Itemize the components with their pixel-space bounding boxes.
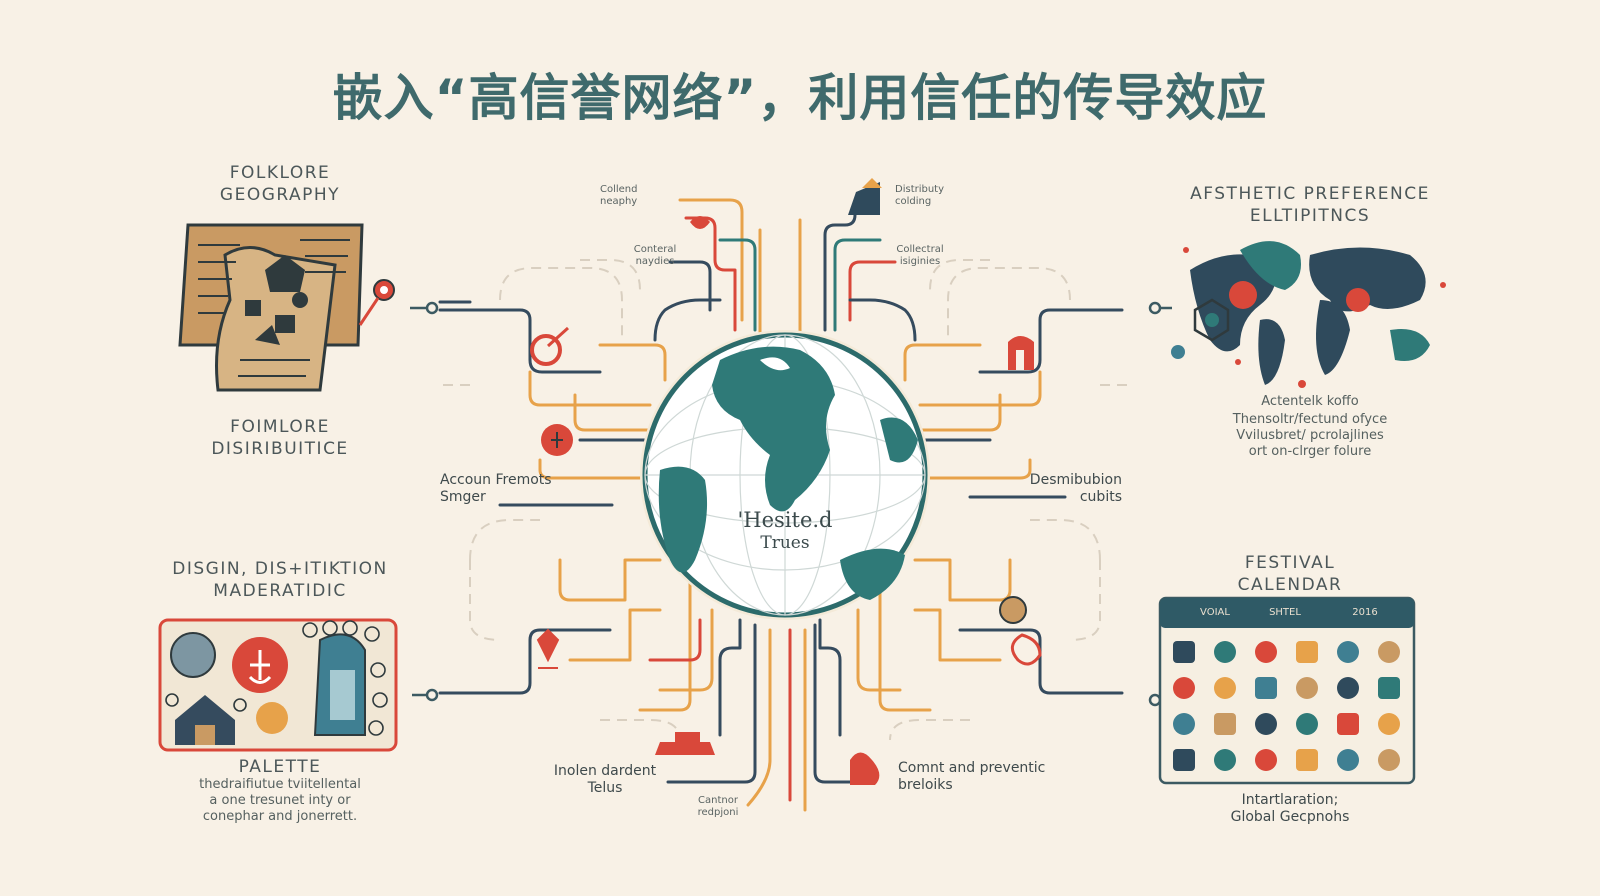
calendar-icon: [1296, 749, 1318, 771]
calendar-icon: [1378, 713, 1400, 735]
calendar-header-1: VOIAL: [1200, 607, 1230, 618]
palette-card: [158, 618, 398, 752]
calendar-icon: [1296, 641, 1318, 663]
calendar-icon: [1378, 749, 1400, 771]
connector-network-left: [438, 198, 772, 807]
calendar-header-2: SHTEL: [1269, 607, 1301, 618]
calendar-icon: [1255, 713, 1277, 735]
dashed-guides-right: [889, 259, 1130, 741]
calendar-icon: [1378, 677, 1400, 699]
calendar-icon: [1173, 749, 1195, 771]
folklore-map-illustration: [178, 223, 395, 392]
calendar-icon: [1337, 749, 1359, 771]
calendar-icon: [1378, 641, 1400, 663]
aesthetic-subheading: Actentelk koffo: [1261, 394, 1359, 409]
calendar-icon: [1337, 677, 1359, 699]
calendar-icon: [1173, 713, 1195, 735]
festival-calendar-caption: Intartlaration;Global Gecpnohs: [1230, 792, 1350, 825]
palette-title: PALETTE: [238, 757, 322, 777]
calendar-icon: [1255, 641, 1277, 663]
calendar-icon: [1296, 713, 1318, 735]
hub-icons: [530, 178, 1042, 785]
world-map-illustration: [1171, 241, 1446, 388]
page-title: 嵌入“高信誉网络”，利用信任的传导效应: [332, 69, 1268, 127]
calendar-icon: [1255, 749, 1277, 771]
calendar-icon: [1296, 677, 1318, 699]
calendar-header-3: 2016: [1352, 607, 1378, 618]
calendar-icon: [1214, 713, 1236, 735]
calendar-icon: [1173, 641, 1195, 663]
calendar-icon: [1173, 677, 1195, 699]
globe: [640, 330, 930, 620]
calendar-icon: [1337, 713, 1359, 735]
calendar-icon: [1337, 641, 1359, 663]
connector-network-right: [788, 198, 1124, 812]
calendar-icon: [1214, 677, 1236, 699]
globe-label: 'Hesite.d Trues: [737, 508, 833, 553]
calendar-icon: [1255, 677, 1277, 699]
calendar-icon: [1214, 641, 1236, 663]
calendar-icon: [1214, 749, 1236, 771]
festival-calendar-card: [1158, 596, 1416, 785]
